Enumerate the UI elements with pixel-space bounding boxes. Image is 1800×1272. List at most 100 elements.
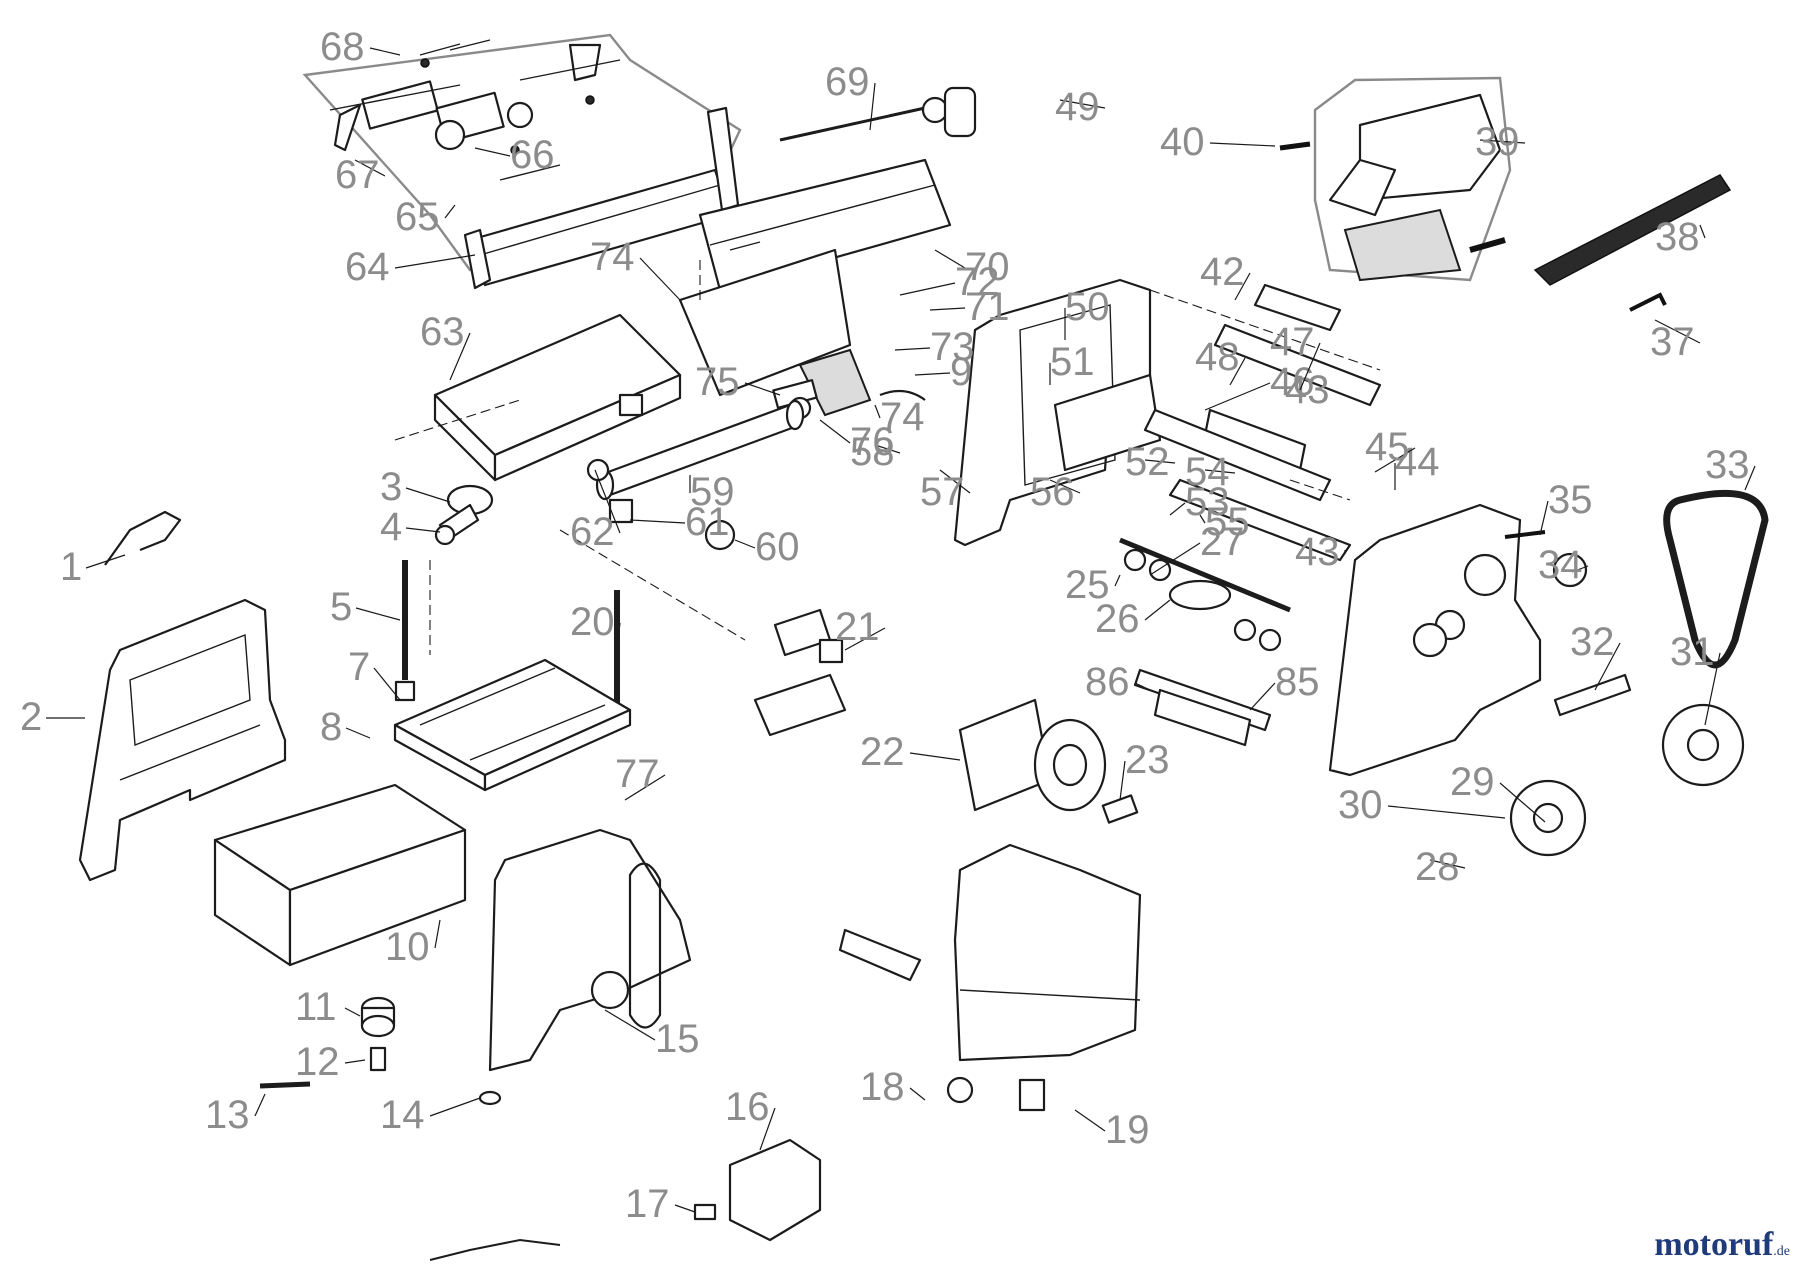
callout-leader xyxy=(909,1087,926,1101)
part-number-label: 8 xyxy=(320,705,342,749)
feed-rollers-right xyxy=(1143,283,1382,562)
callout-leader xyxy=(734,539,756,549)
callout-leader xyxy=(914,372,951,376)
part-number-label: 60 xyxy=(755,525,800,569)
callout-leader xyxy=(929,307,966,311)
part-number-label: 5 xyxy=(330,585,352,629)
part-number-label: 66 xyxy=(510,133,555,177)
part-number-label: 30 xyxy=(1338,783,1383,827)
part-number-label: 54 xyxy=(1185,450,1230,494)
callout-leader xyxy=(1234,272,1251,301)
roller-end-parts xyxy=(586,458,736,551)
part-number-label: 76 xyxy=(850,420,895,464)
part-number-label: 40 xyxy=(1160,120,1205,164)
rail-bracket xyxy=(1053,373,1307,472)
switch-box xyxy=(693,1138,822,1242)
callout-leader xyxy=(1249,682,1276,711)
planer-table-top xyxy=(433,313,682,482)
part-number-label: 4 xyxy=(380,505,402,549)
cutter-shaft xyxy=(1119,537,1291,652)
callout-leader xyxy=(1074,1109,1106,1132)
callout-leader xyxy=(1209,142,1276,147)
crank-handle xyxy=(434,484,494,546)
part-number-label: 3 xyxy=(380,465,402,509)
callout-leader xyxy=(1144,459,1176,464)
part-number-label: 33 xyxy=(1705,443,1750,487)
part-number-label: 65 xyxy=(395,195,440,239)
callout-leader xyxy=(1204,469,1236,474)
part-number-label: 29 xyxy=(1450,760,1495,804)
cutterhead-cover xyxy=(678,248,926,420)
part-number-label: 12 xyxy=(295,1040,340,1084)
callout-leader xyxy=(405,527,441,533)
part-number-label: 39 xyxy=(1475,120,1520,164)
callout-leader xyxy=(1571,565,1589,573)
right-drive-frame xyxy=(1328,503,1542,777)
feet xyxy=(259,996,502,1106)
part-number-label: 49 xyxy=(1055,85,1100,129)
callout-leader xyxy=(869,82,876,131)
part-number-label: 31 xyxy=(1670,630,1715,674)
part-number-label: 18 xyxy=(860,1065,905,1109)
part-number-label: 45 xyxy=(1365,425,1410,469)
callout-leader xyxy=(434,919,441,949)
part-number-label: 38 xyxy=(1655,215,1700,259)
planer-bed xyxy=(393,658,632,792)
callout-leader xyxy=(1594,642,1621,691)
callout-leader xyxy=(1049,479,1081,494)
part-number-label: 48 xyxy=(1195,335,1240,379)
callout-leader xyxy=(1387,805,1506,819)
part-number-label: 7 xyxy=(348,645,370,689)
callout-leader xyxy=(254,1093,266,1117)
part-number-label: 13 xyxy=(205,1093,250,1137)
callout-leader xyxy=(1199,514,1206,524)
part-number-label: 75 xyxy=(695,360,740,404)
callout-leader xyxy=(1374,447,1416,473)
callout-leader xyxy=(1229,357,1246,386)
part-number-label: 72 xyxy=(955,260,1000,304)
callout-leader xyxy=(369,47,401,56)
callout-leader xyxy=(85,554,126,569)
part-number-label: 52 xyxy=(1125,440,1170,484)
callout-leader xyxy=(909,752,961,761)
part-number-label: 67 xyxy=(335,153,380,197)
part-number-label: 56 xyxy=(1030,470,1075,514)
callout-leader xyxy=(1134,682,1151,691)
motor-cover xyxy=(838,843,1142,1112)
callout-leader xyxy=(444,204,456,219)
part-number-label: 46 xyxy=(1270,360,1315,404)
left-frame xyxy=(78,598,287,882)
callout-leader xyxy=(604,1009,656,1041)
part-number-label: 55 xyxy=(1205,500,1250,544)
callout-leader xyxy=(344,1007,361,1017)
part-number-label: 34 xyxy=(1538,543,1583,587)
callout-leader xyxy=(354,159,386,177)
callout-leader xyxy=(1169,502,1186,516)
callout-leader xyxy=(674,1204,696,1213)
part-number-label: 59 xyxy=(690,470,735,514)
part-number-label: 86 xyxy=(1085,660,1130,704)
watermark-brand: motoruf xyxy=(1654,1226,1774,1263)
callout-leader xyxy=(345,727,371,739)
callout-leader xyxy=(594,469,621,534)
callout-leader xyxy=(1479,139,1526,144)
dust-hood xyxy=(1279,93,1506,282)
part-number-label: 37 xyxy=(1650,320,1695,364)
wire-hanger xyxy=(104,510,182,566)
callout-leader xyxy=(1059,99,1106,109)
part-number-label: 53 xyxy=(1185,480,1230,524)
part-number-label: 73 xyxy=(930,325,975,369)
part-number-label: 74 xyxy=(880,395,925,439)
part-number-label: 11 xyxy=(295,985,337,1029)
callout-leader xyxy=(394,254,476,269)
part-number-label: 51 xyxy=(1050,340,1095,384)
callout-leader xyxy=(1499,782,1546,823)
part-number-label: 70 xyxy=(965,245,1010,289)
callout-leader xyxy=(874,444,901,454)
part-number-label: 20 xyxy=(570,600,615,644)
part-number-label: 58 xyxy=(850,430,895,474)
callout-leader xyxy=(624,774,666,801)
motor xyxy=(958,698,1139,824)
